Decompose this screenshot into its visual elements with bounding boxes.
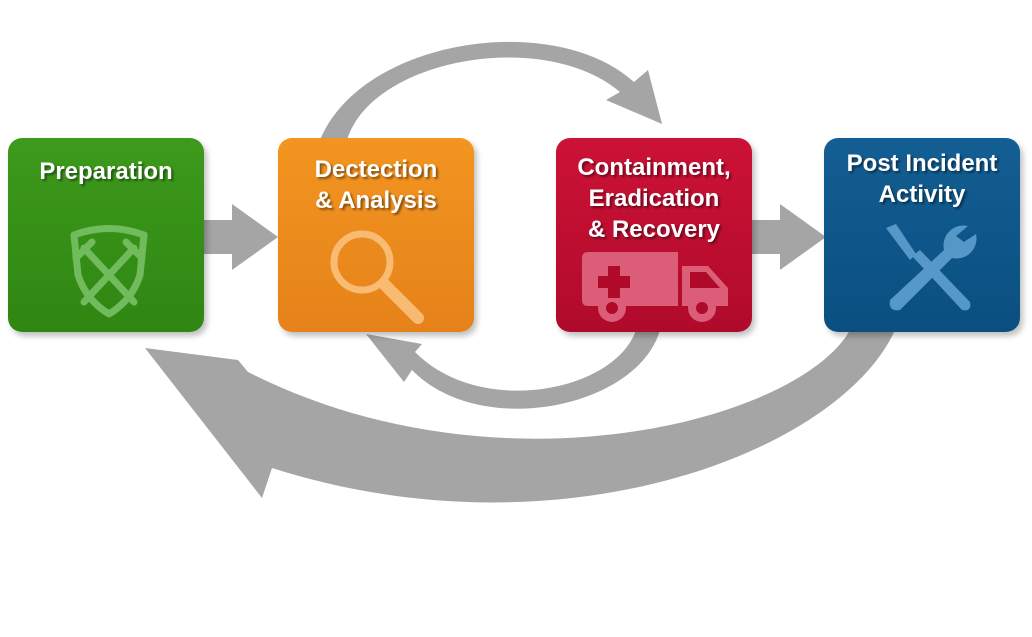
phase-preparation-label: Preparation (39, 158, 173, 185)
arc-containment-to-detection (366, 330, 660, 409)
phase-detection-analysis-label: Dectection & Analysis (314, 156, 438, 214)
magnifier-icon (330, 230, 424, 324)
phase-detection-analysis: Dectection & Analysis (278, 138, 474, 332)
arrow-preparation-to-detection (204, 204, 278, 270)
phase-containment-label: Containment, Eradication & Recovery (577, 154, 731, 243)
phase-containment-eradication-recovery: Containment, Eradication & Recovery (556, 138, 752, 332)
shield-swords-icon (70, 225, 148, 318)
arrow-containment-to-post-incident (752, 204, 826, 270)
phase-preparation: Preparation (8, 138, 204, 332)
wrench-screwdriver-icon (886, 224, 977, 311)
ambulance-icon (582, 252, 728, 322)
phase-post-incident-label: Post Incident Activity (846, 150, 998, 208)
arc-detection-to-containment (320, 41, 662, 140)
arc-post-incident-to-preparation (145, 330, 895, 503)
phase-post-incident-activity: Post Incident Activity (824, 138, 1020, 332)
